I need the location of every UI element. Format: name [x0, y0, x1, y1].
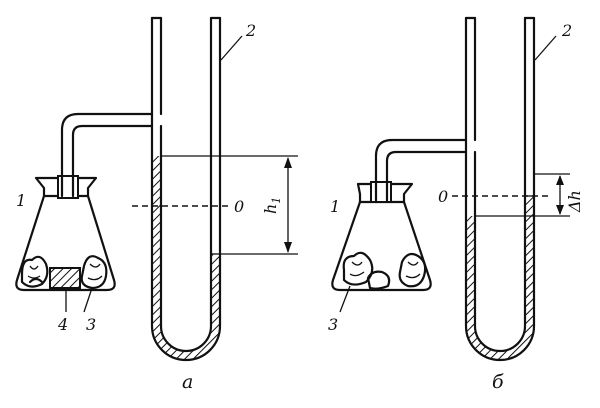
leader-tube-a [220, 35, 243, 61]
tube-label-b: 2 [561, 21, 572, 40]
caption-b: б [492, 371, 504, 393]
manometer-liquid-b [466, 196, 534, 360]
connecting-tube-b [374, 138, 468, 198]
height-dimension-a [211, 155, 298, 255]
leader-pellets-a [83, 287, 93, 313]
u-tube-a [150, 16, 222, 362]
sample-block-a [49, 267, 81, 289]
leader-pellets-b [339, 285, 351, 313]
u-tube-b [464, 16, 536, 362]
flask-label-a: 1 [16, 191, 26, 210]
manometer-liquid-a [152, 156, 220, 360]
pellets-label-b: 3 [328, 315, 338, 334]
pellets-a [20, 255, 108, 290]
diagram-a: 1 2 4 3 0 h1 а [15, 16, 298, 393]
height-label-b: Δh [565, 190, 584, 213]
tube-label-a: 2 [245, 21, 256, 40]
diagram-b: 1 2 3 0 Δh б [328, 16, 584, 393]
pellets-label-a: 3 [86, 315, 96, 334]
pellets-b [342, 251, 427, 290]
zero-label-b: 0 [438, 187, 448, 206]
flask-b [331, 180, 432, 292]
height-label-a: h1 [261, 197, 283, 214]
caption-a: а [182, 371, 193, 393]
height-dimension-b [525, 173, 570, 217]
height-symbol-a: h [261, 204, 280, 214]
flask-label-b: 1 [330, 197, 340, 216]
connecting-tube-a [60, 112, 154, 198]
height-subscript-a: 1 [270, 197, 283, 204]
zero-label-a: 0 [234, 197, 244, 216]
leader-tube-b [534, 35, 557, 61]
flask-a [15, 174, 116, 292]
block-label-a: 4 [57, 315, 68, 334]
